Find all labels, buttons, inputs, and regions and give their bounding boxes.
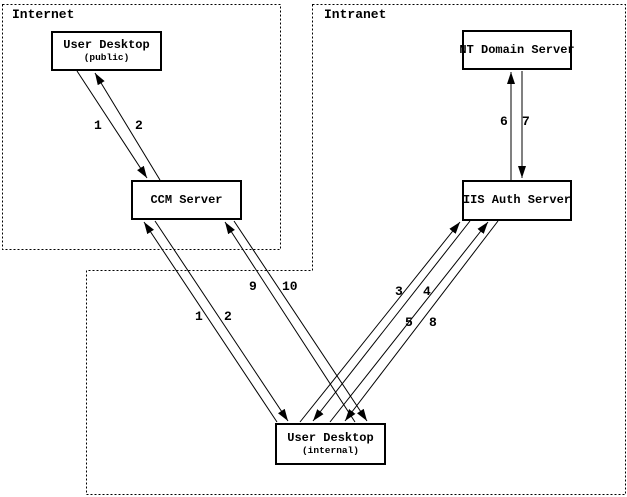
arrow-5-user-desktop-internal-to-iis-auth-server <box>329 221 489 423</box>
arrow-8-iis-auth-server-to-user-desktop-internal <box>344 220 499 422</box>
flow-label-4: 4 <box>423 284 431 299</box>
flow-label-7: 7 <box>522 114 530 129</box>
flow-label-5: 5 <box>405 315 413 330</box>
internet-zone-border <box>2 4 281 250</box>
internet-zone-label: Internet <box>12 7 75 22</box>
node-title: User Desktop <box>287 431 374 445</box>
node-user-desktop-internal: User Desktop (internal) <box>275 423 386 465</box>
arrow-10-ccm-server-to-user-desktop-internal <box>233 220 368 422</box>
flow-label-1-lower: 1 <box>195 309 203 324</box>
arrow-4-iis-auth-server-to-user-desktop-internal <box>312 220 471 422</box>
node-subtitle: (public) <box>83 52 130 63</box>
arrow-1-user-desktop-internal-to-ccm-server <box>143 221 278 423</box>
node-ccm-server: CCM Server <box>131 180 242 220</box>
arrow-3-user-desktop-internal-to-iis-auth-server <box>299 221 461 423</box>
node-user-desktop-public: User Desktop (public) <box>51 31 162 71</box>
flow-label-10: 10 <box>282 279 298 294</box>
arrow-9-user-desktop-internal-to-ccm-server <box>224 221 356 423</box>
node-title: NT Domain Server <box>459 42 575 57</box>
node-title: User Desktop <box>63 38 150 52</box>
node-subtitle: (internal) <box>301 445 359 456</box>
intranet-zone-label: Intranet <box>324 7 387 22</box>
node-nt-domain-server: NT Domain Server <box>459 30 575 70</box>
node-iis-auth-server: IIS Auth Server <box>462 180 572 221</box>
arrow-1-user-desktop-public-to-ccm-server <box>76 70 148 179</box>
intranet-zone-border <box>86 4 626 495</box>
flow-label-2-lower: 2 <box>224 309 232 324</box>
node-title: IIS Auth Server <box>462 193 572 207</box>
flow-label-8: 8 <box>429 315 437 330</box>
node-title: CCM Server <box>150 192 223 207</box>
flow-label-6: 6 <box>500 114 508 129</box>
arrow-2-ccm-server-to-user-desktop-public <box>94 72 161 181</box>
flow-label-1-upper: 1 <box>94 118 102 133</box>
flow-label-2-upper: 2 <box>135 118 143 133</box>
flow-label-3: 3 <box>395 284 403 299</box>
arrow-2-ccm-server-to-user-desktop-internal <box>154 220 289 422</box>
flow-label-9: 9 <box>249 279 257 294</box>
